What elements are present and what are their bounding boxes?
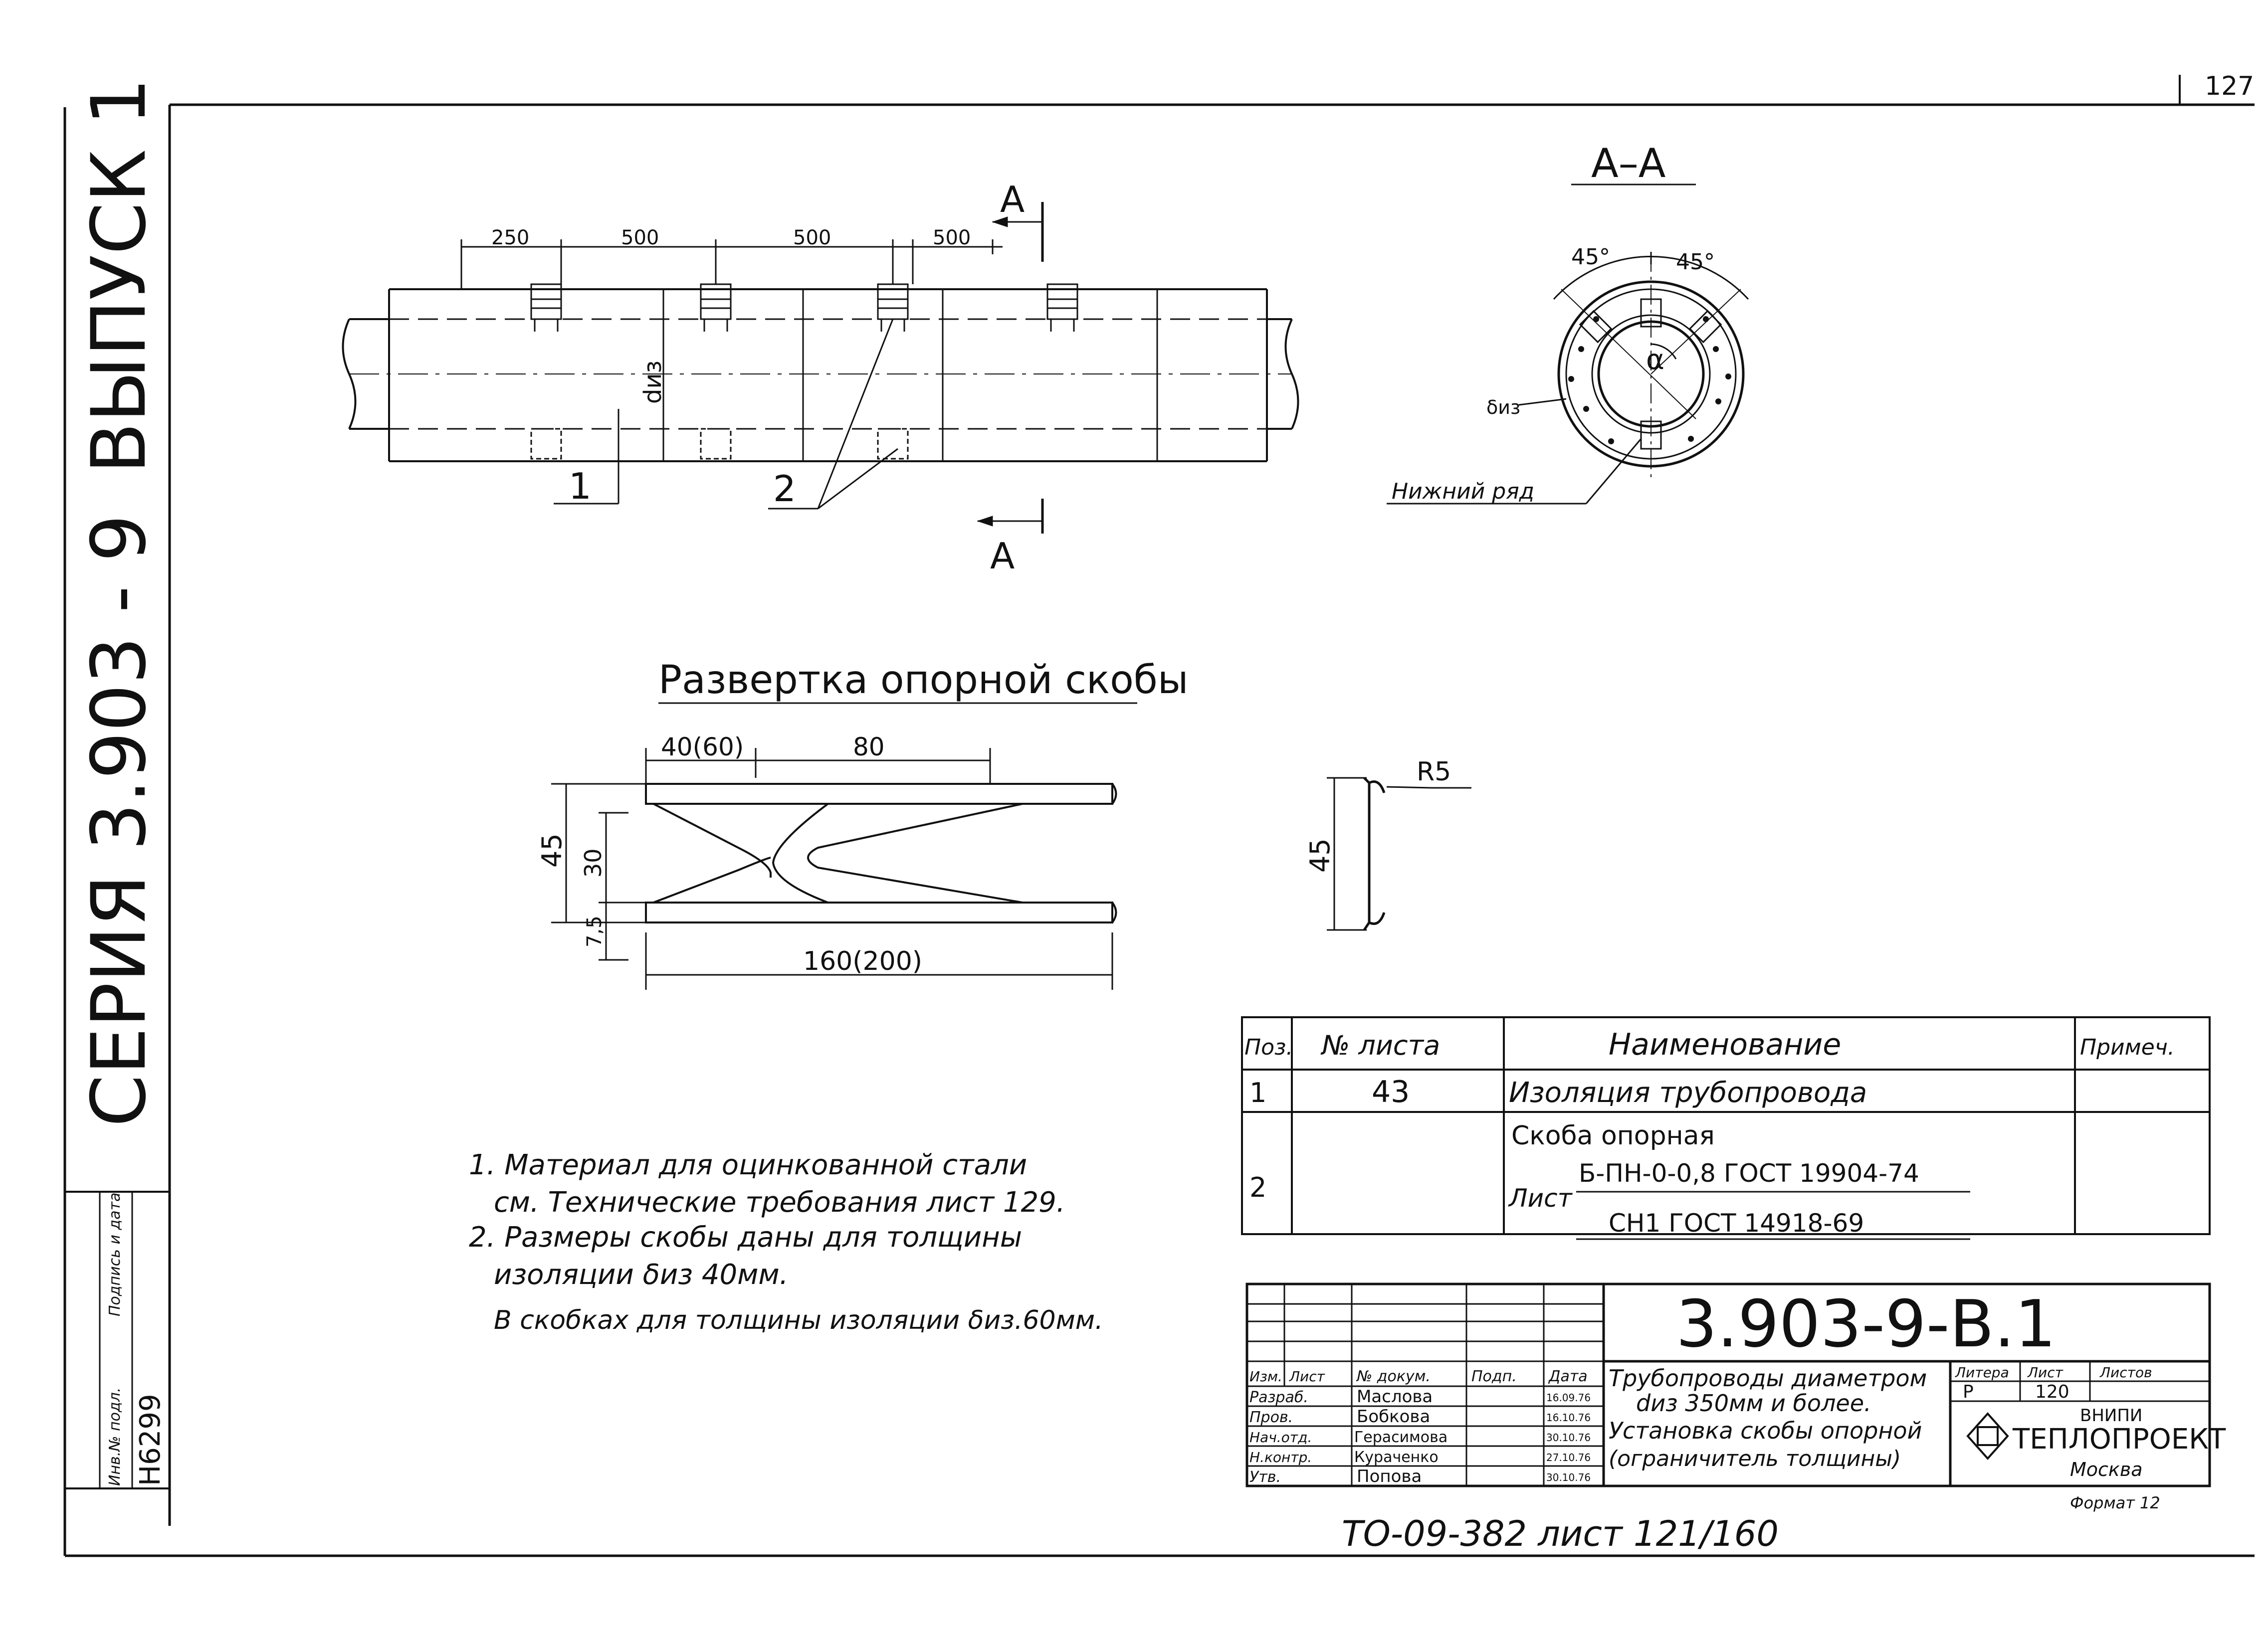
note-1a: 1. Материал для оцинкованной стали (469, 1149, 1027, 1181)
title-line-2: dиз 350мм и более. (1636, 1390, 1871, 1417)
dim-30: 30 (580, 848, 607, 878)
title-line-4: (ограничитель толщины) (1609, 1446, 1901, 1471)
sheet-value: 120 (2035, 1382, 2069, 1402)
row2-name: Скоба опорная (1511, 1121, 1715, 1151)
org-top: ВНИПИ (2080, 1406, 2142, 1426)
angle-label-2: 45° (1676, 249, 1715, 275)
margin-labels: СЕРИЯ 3.903 - 9 ВЫПУСК 1 Инв.№ подл. Под… (76, 78, 167, 1486)
dim-7-5: 7,5 (583, 916, 606, 947)
development-title: Развертка опорной скобы (658, 658, 1188, 703)
sheet-label: Лист (2027, 1364, 2063, 1381)
series-label: СЕРИЯ 3.903 - 9 (76, 515, 163, 1127)
note-2c: В скобках для толщины изоляции δиз.60мм. (494, 1305, 1103, 1335)
org-city: Москва (2070, 1459, 2143, 1480)
section-aa-labels: A–A 45° 45° α δиз Нижний ряд (1392, 140, 1715, 504)
note-2a: 2. Размеры скобы даны для толщины (469, 1221, 1022, 1254)
notes: 1. Материал для оцинкованной стали см. Т… (469, 1149, 1103, 1335)
name-2: Герасимова (1354, 1429, 1447, 1446)
row1-sheet: 43 (1372, 1075, 1410, 1109)
section-mark-top: A (1000, 179, 1025, 220)
section-mark-bottom: A (990, 535, 1015, 577)
title-line-3: Установка скобы опорной (1609, 1417, 1922, 1444)
corner-number: 127 (2205, 71, 2254, 101)
litera-value: Р (1963, 1382, 1974, 1402)
dim-500-b: 500 (793, 226, 831, 249)
development-view (551, 702, 1137, 990)
bracket-profile (1327, 777, 1471, 931)
profile-height: 45 (1304, 838, 1336, 873)
footer-archive: ТО-09-382 лист 121/160 (1342, 1513, 1779, 1554)
header-pos: Поз. (1244, 1035, 1293, 1060)
development-labels: Развертка опорной скобы 40(60) 80 45 30 … (536, 658, 1188, 976)
dim-500-a: 500 (621, 226, 659, 249)
role-4: Утв. (1249, 1468, 1281, 1486)
note-1b: см. Технические требования лист 129. (494, 1186, 1065, 1219)
col-doc: № докум. (1356, 1368, 1431, 1385)
format-label: Формат 12 (2070, 1493, 2160, 1512)
row2-sub-label: Лист (1508, 1184, 1573, 1213)
date-1: 16.10.76 (1546, 1412, 1591, 1424)
row2-pos: 2 (1249, 1172, 1266, 1203)
col-list: Лист (1289, 1368, 1325, 1385)
issue-label: ВЫПУСК 1 (76, 78, 163, 474)
thickness-label: δиз (1486, 396, 1520, 418)
dim-250: 250 (491, 226, 529, 249)
inv-number: Н6299 (134, 1394, 167, 1486)
role-0: Разраб. (1249, 1389, 1308, 1406)
header-sheet: № листа (1320, 1030, 1440, 1061)
note-2b: изоляции δиз 40мм. (494, 1259, 788, 1291)
org-name: ТЕПЛОПРОЕКТ (2012, 1423, 2226, 1456)
col-date: Дата (1548, 1368, 1588, 1385)
dim-40-60: 40(60) (661, 733, 744, 761)
date-4: 30.10.76 (1546, 1471, 1591, 1483)
dim-500-c: 500 (933, 226, 971, 249)
bracket-profile-labels: R5 45 (1304, 757, 1451, 873)
callout-1: 1 (569, 465, 592, 507)
angle-label-1: 45° (1571, 244, 1610, 270)
alpha-label: α (1646, 344, 1664, 376)
row2-line1: Б-ПН-0-0,8 ГОСТ 19904-74 (1579, 1159, 1919, 1188)
name-3: Кураченко (1354, 1449, 1439, 1466)
role-2: Нач.отд. (1249, 1429, 1312, 1446)
section-aa (1387, 183, 1749, 505)
stamp-col2: Подпись и дата (106, 1193, 124, 1317)
date-0: 16.09.76 (1546, 1392, 1591, 1404)
litera-label: Литера (1955, 1364, 2009, 1381)
diameter-label: dиз (639, 361, 667, 404)
title-block (1245, 1283, 2211, 1487)
spec-table-text: Поз. № листа Наименование Примеч. 1 43 И… (1244, 1027, 2175, 1238)
row1-name: Изоляция трубопровода (1509, 1077, 1867, 1109)
pipe-view-labels: 250 500 500 500 dиз A A 1 2 (491, 179, 1025, 577)
radius-label: R5 (1417, 757, 1451, 787)
date-2: 30.10.76 (1546, 1432, 1591, 1444)
header-note: Примеч. (2080, 1035, 2175, 1060)
dim-45: 45 (536, 833, 568, 868)
name-0: Маслова (1357, 1387, 1433, 1407)
date-3: 27.10.76 (1546, 1452, 1591, 1464)
stamp-col1: Инв.№ подл. (106, 1388, 124, 1486)
row2-line2: СН1 ГОСТ 14918-69 (1609, 1209, 1864, 1238)
col-sign: Подп. (1471, 1368, 1517, 1385)
sheet-frame (63, 75, 2255, 1557)
title-line-1: Трубопроводы диаметром (1609, 1365, 1927, 1392)
sheets-label: Листов (2099, 1364, 2152, 1381)
lower-row-label: Нижний ряд (1392, 479, 1534, 504)
pipe-side-view (342, 202, 1299, 534)
header-name: Наименование (1609, 1027, 1841, 1062)
col-izm: Изм. (1249, 1368, 1282, 1385)
title-block-text: 3.903-9-В.1 Изм. Лист № докум. Подп. Дат… (1249, 1286, 2226, 1512)
name-1: Бобкова (1357, 1407, 1430, 1427)
row1-pos: 1 (1249, 1077, 1266, 1108)
spec-table (1241, 1016, 2211, 1240)
callout-2: 2 (773, 468, 796, 510)
role-1: Пров. (1249, 1409, 1293, 1426)
dim-160-200: 160(200) (803, 946, 922, 976)
role-3: Н.контр. (1249, 1449, 1312, 1466)
name-4: Попова (1357, 1466, 1422, 1486)
doc-code: 3.903-9-В.1 (1676, 1286, 2056, 1362)
dim-80: 80 (853, 733, 885, 761)
section-aa-title: A–A (1591, 140, 1666, 186)
